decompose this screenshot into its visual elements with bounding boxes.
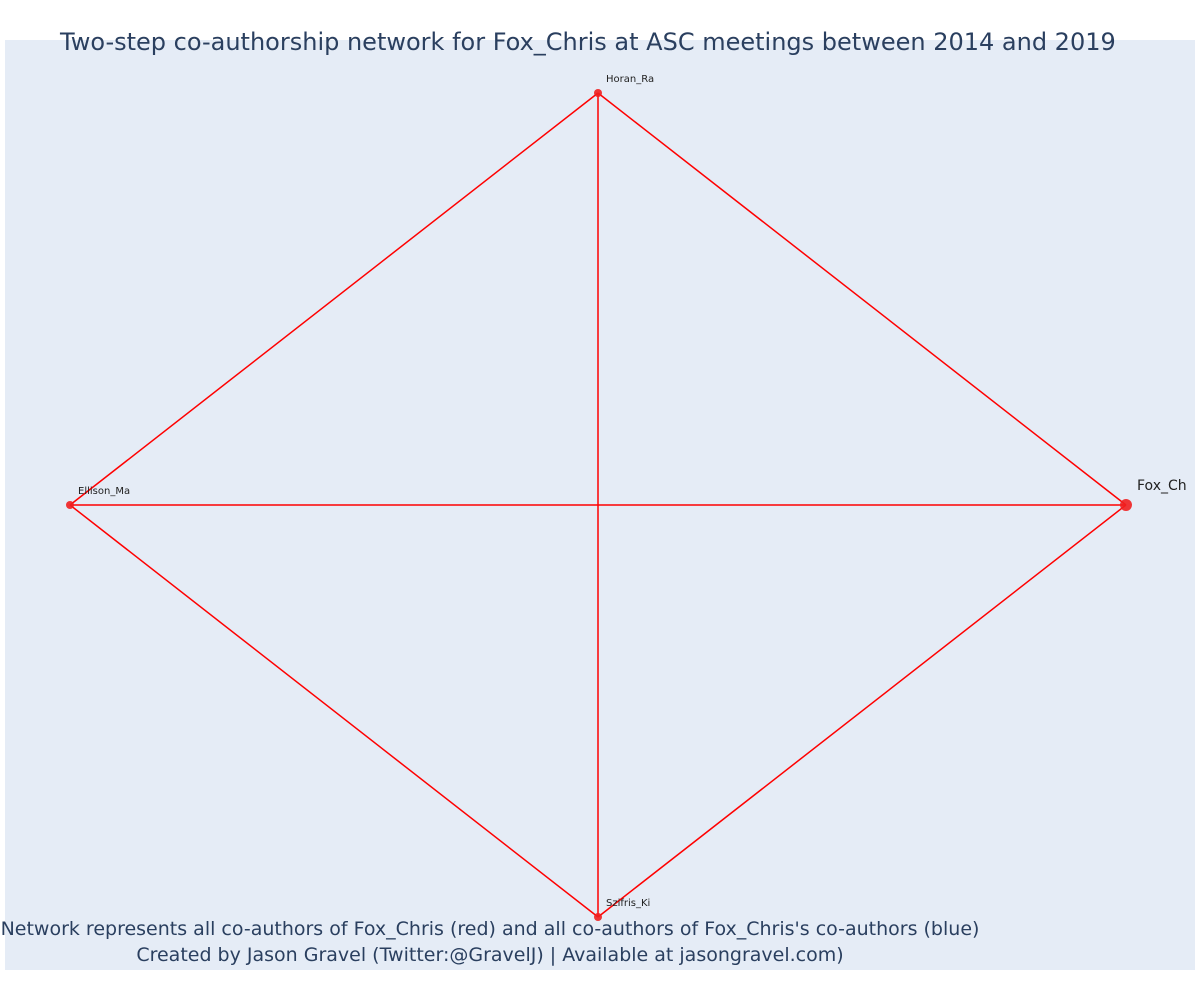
node-Fox_Ch[interactable] <box>1120 499 1132 511</box>
edge-Horan_Ra-Ellison_Ma <box>69 92 599 506</box>
edge-Ellison_Ma-Szifris_Ki <box>69 504 599 918</box>
edge-Horan_Ra-Fox_Ch <box>597 92 1127 506</box>
edge-Fox_Ch-Szifris_Ki <box>597 504 1127 918</box>
node-Szifris_Ki[interactable] <box>594 913 602 921</box>
caption-line-2: Created by Jason Gravel (Twitter:@Gravel… <box>136 944 844 966</box>
node-label-Horan_Ra: Horan_Ra <box>606 74 654 85</box>
chart-title: Two-step co-authorship network for Fox_C… <box>60 28 1116 56</box>
node-Horan_Ra[interactable] <box>594 89 602 97</box>
nodes-layer <box>66 89 1132 921</box>
edges-layer <box>69 92 1127 918</box>
node-label-Fox_Ch: Fox_Ch <box>1137 478 1187 494</box>
node-label-Szifris_Ki: Szifris_Ki <box>606 898 650 909</box>
caption-line-1: Network represents all co-authors of Fox… <box>0 918 980 940</box>
node-label-Ellison_Ma: Ellison_Ma <box>78 486 130 497</box>
node-Ellison_Ma[interactable] <box>66 501 74 509</box>
